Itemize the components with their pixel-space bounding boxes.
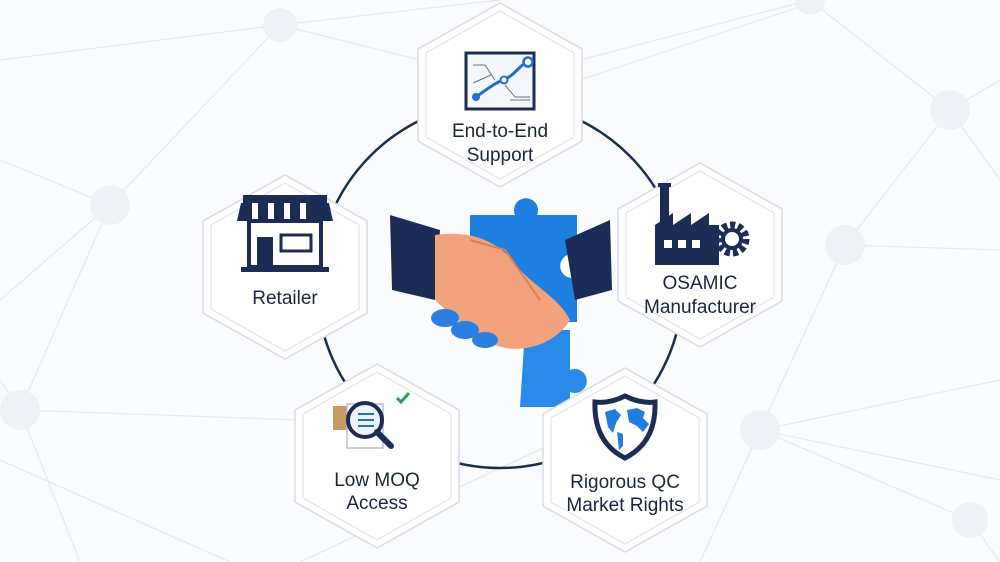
- node-label-line1: End-to-End: [452, 121, 548, 142]
- node-label-line1: Rigorous QC: [570, 472, 680, 493]
- node-label-line2: Market Rights: [566, 495, 683, 516]
- factory-gear-icon: [655, 183, 750, 265]
- node-label-line1: OSAMIC: [663, 273, 738, 294]
- node-label-line2: Manufacturer: [644, 297, 757, 318]
- node-rigorous-qc-market-rights: Rigorous QC Market Rights: [542, 367, 708, 553]
- handshake-puzzle-icon: [390, 198, 612, 407]
- magnifier-checklist-icon: [333, 392, 411, 449]
- node-label-line1: Low MOQ: [334, 470, 420, 491]
- storefront-icon: [237, 195, 333, 272]
- node-label-line2: Access: [346, 493, 407, 514]
- node-end-to-end-support: End-to-End Support: [417, 2, 583, 188]
- node-retailer: Retailer: [202, 174, 368, 360]
- chart-route-icon: [464, 51, 536, 111]
- node-osamic-manufacturer: OSAMIC Manufacturer: [617, 162, 783, 348]
- globe-shield-icon: [592, 393, 658, 461]
- node-low-moq-access: Low MOQ Access: [294, 363, 460, 549]
- node-label-line1: Retailer: [252, 288, 318, 309]
- node-label-line2: Support: [467, 145, 534, 166]
